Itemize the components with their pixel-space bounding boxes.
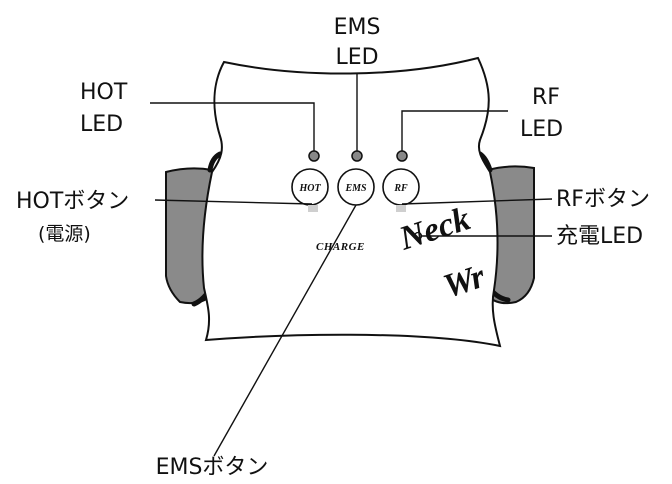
ems-led-label-line1: EMS xyxy=(334,15,381,40)
charge-led xyxy=(413,231,423,241)
rf-button-leader xyxy=(401,198,553,205)
rf-button[interactable]: RF xyxy=(382,168,420,206)
rf-led-leader xyxy=(401,110,508,151)
rf-button-text: RF xyxy=(393,183,408,194)
ems-led xyxy=(351,150,363,162)
ems-led-label-line2: LED xyxy=(335,45,378,70)
hot-led xyxy=(308,150,320,162)
hot-button-text: HOT xyxy=(298,183,321,194)
charge-led-label: 充電LED xyxy=(556,224,643,249)
hot-button-note: (電源) xyxy=(38,223,91,245)
hot-button[interactable]: HOT xyxy=(291,168,329,206)
hot-led-label-line2: LED xyxy=(80,112,123,137)
rf-led-label-line1: RF xyxy=(532,85,560,110)
hot-button-marker xyxy=(308,205,318,212)
rf-led-label-line2: LED xyxy=(520,117,563,142)
rf-button-label: RFボタン xyxy=(556,187,650,212)
ems-button-leader xyxy=(213,204,357,457)
hot-button-leader xyxy=(154,199,313,205)
ems-button-label: EMSボタン xyxy=(156,455,269,480)
hot-led-label-line1: HOT xyxy=(80,80,128,105)
rf-button-marker xyxy=(396,205,406,212)
charge-label: CHARGE xyxy=(316,241,365,253)
ems-button[interactable]: EMS xyxy=(337,168,375,206)
rf-led xyxy=(396,150,408,162)
hot-led-leader xyxy=(150,102,315,151)
left-strap-hook-top xyxy=(207,151,223,173)
hot-button-label: HOTボタン xyxy=(16,189,129,214)
ems-button-text: EMS xyxy=(344,183,367,194)
